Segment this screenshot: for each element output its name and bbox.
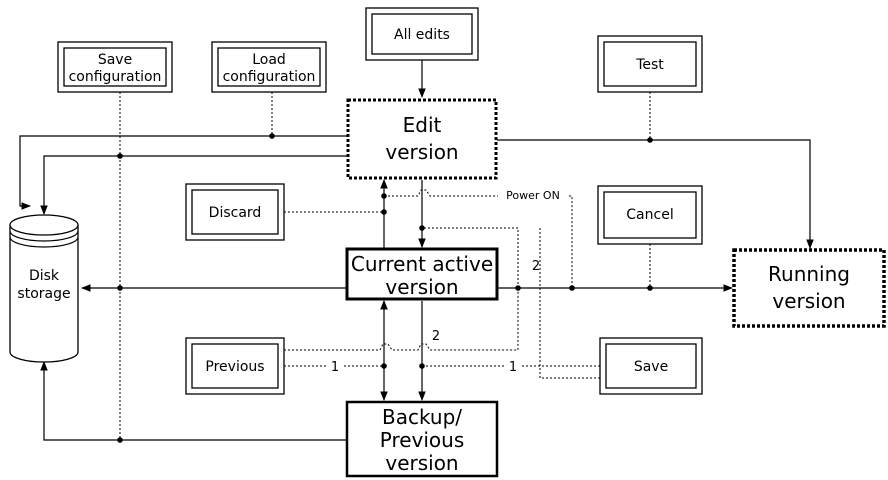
test-button[interactable]: Test [597,35,703,93]
running-version-label-1: Running [768,262,850,286]
backup-previous-version-node: Backup/ Previous version [345,400,499,478]
cancel-label: Cancel [626,207,673,223]
running-version-label-2: version [772,289,845,313]
all-edits-button[interactable]: All edits [365,7,479,61]
save-label: Save [634,359,668,375]
save-configuration-button[interactable]: Save configuration [57,41,173,93]
save-link-label: 1 [509,360,517,375]
save-configuration-label-1: Save [98,52,132,68]
solid-connectors [19,60,814,441]
backup-version-label-1: Backup/ [382,405,462,429]
load-configuration-label-2: configuration [223,69,316,85]
cancel-button[interactable]: Cancel [597,185,703,245]
edit-version-label-1: Edit [403,113,442,137]
junction-dots [117,133,653,443]
disk-storage-label-2: storage [17,286,70,302]
discard-button[interactable]: Discard [185,183,285,241]
load-configuration-button[interactable]: Load configuration [211,41,327,93]
all-edits-label: All edits [394,27,450,43]
previous-link-label: 1 [331,360,339,375]
test-label: Test [635,57,664,73]
load-configuration-label-1: Load [252,52,286,68]
backup-version-label-2: Previous [380,428,465,452]
discard-label: Discard [209,205,262,221]
save-upper-label: 2 [532,259,540,274]
edit-version-label-2: version [385,140,458,164]
current-version-label-1: Current active [351,252,493,276]
running-version-node: Running version [732,248,886,328]
previous-button[interactable]: Previous [185,337,285,395]
disk-storage-label-1: Disk [29,268,60,284]
current-active-version-node: Current active version [345,247,499,301]
previous-label: Previous [205,359,264,375]
power-on-label: Power ON [506,189,560,202]
previous-upper-label: 2 [432,329,440,344]
save-button[interactable]: Save [599,337,703,395]
edit-version-node: Edit version [346,98,498,180]
backup-version-label-3: version [385,451,458,475]
current-version-label-2: version [385,275,458,299]
line-labels: Power ON 1 1 2 2 [328,188,568,375]
dotted-connectors [119,92,651,440]
save-configuration-label-2: configuration [69,69,162,85]
disk-storage-icon: Disk storage [9,214,79,363]
